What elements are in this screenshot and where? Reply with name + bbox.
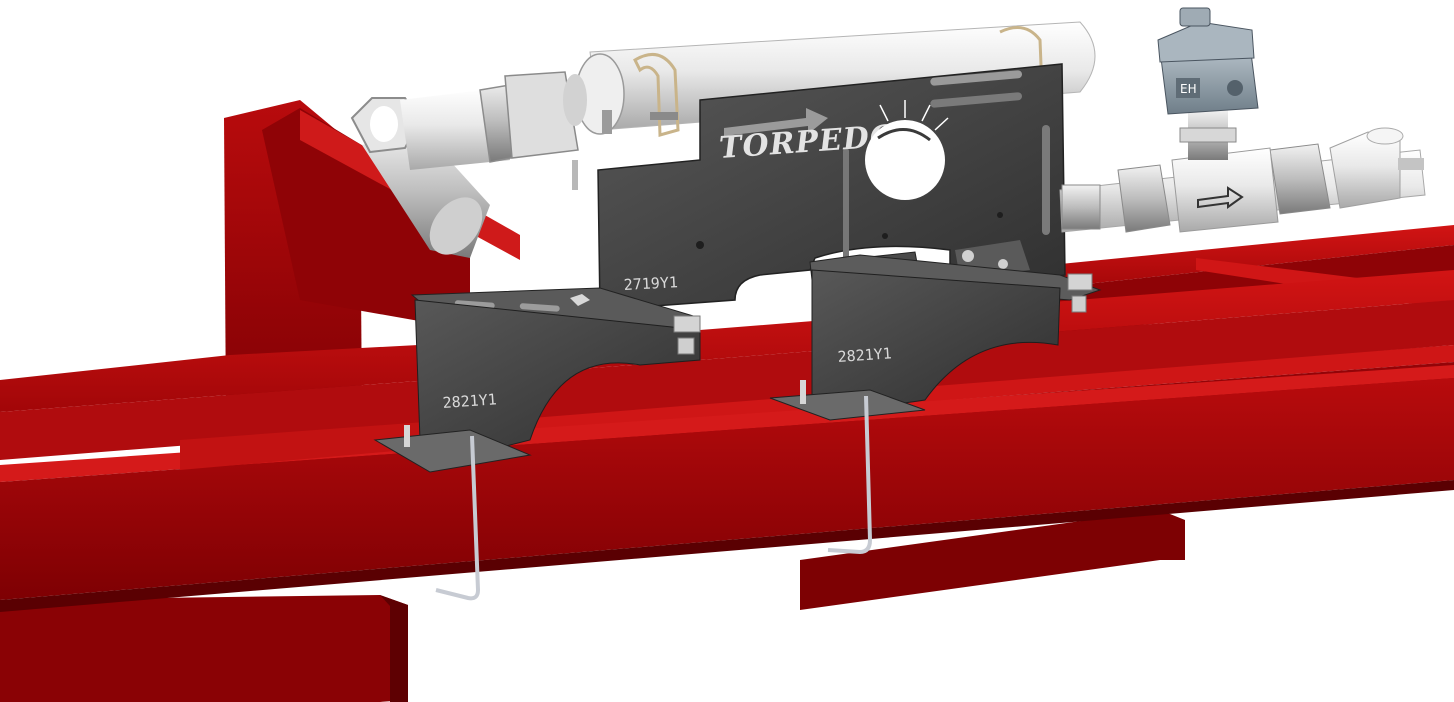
meter-bolt — [602, 110, 612, 134]
bracket-left-slot — [519, 303, 560, 312]
main-beam-top — [0, 270, 1454, 412]
actuator-badge — [1176, 78, 1200, 98]
plate-hole — [882, 233, 888, 239]
meter-end-boss — [563, 74, 587, 126]
actuator-gland — [1227, 80, 1243, 96]
actuator-badge-text: EH — [1180, 82, 1197, 96]
y-strainer-assembly — [350, 71, 579, 258]
strainer-leg-end — [429, 197, 483, 255]
meter-stud — [650, 112, 678, 120]
plate-nut — [962, 250, 974, 262]
outlet-barb — [1398, 158, 1424, 170]
plate-code-text: 2719Y1 — [623, 273, 678, 294]
lower-flange-left-edge — [380, 595, 408, 702]
main-beam-lower-face — [0, 378, 1454, 600]
meter-strap-right — [999, 26, 1044, 91]
union-nut — [504, 71, 579, 159]
actuator-lid — [1157, 21, 1255, 63]
bracket-right-u-bolt — [827, 395, 873, 555]
bracket-right: 2821Y1 — [769, 254, 1102, 555]
bracket-right-nut — [1067, 273, 1093, 291]
plate-arrow-stencil — [724, 108, 828, 136]
plate-slot-top — [930, 70, 1023, 86]
arrow-right-icon — [1197, 186, 1244, 209]
actuator-cap — [1179, 7, 1211, 27]
plate-slot-vertical — [1042, 125, 1050, 235]
lower-flange-right — [800, 510, 1185, 610]
plate-hole — [997, 212, 1003, 218]
bracket-left: 2821Y1 — [373, 287, 701, 601]
lower-flange-left — [0, 595, 408, 702]
meter-drain-nipple — [572, 160, 578, 190]
bracket-right-code-text: 2821Y1 — [837, 344, 892, 366]
bracket-left-u-bolt — [435, 435, 481, 601]
mounting-plate-body — [597, 63, 1066, 311]
bracket-left-nut — [570, 294, 590, 306]
outlet-union-nut-2 — [1269, 143, 1331, 215]
bracket-right-base — [769, 389, 926, 421]
plate-slot-mid — [930, 92, 1023, 108]
frame-upright-web — [262, 108, 470, 330]
plate-hole — [696, 241, 704, 249]
bracket-left-web — [414, 299, 701, 456]
valve-assembly: EH — [1059, 7, 1426, 233]
plate-nut — [998, 259, 1008, 269]
inlet-fitting — [1061, 184, 1101, 230]
valve-body — [1171, 147, 1279, 233]
meter-strap-left — [633, 52, 680, 137]
valve-stem-collar — [1179, 127, 1237, 143]
bracket-left-code-text: 2821Y1 — [442, 390, 497, 412]
outlet-union-nut-1 — [1117, 164, 1171, 233]
bracket-left-nut — [677, 337, 695, 355]
bracket-right-stud — [800, 380, 806, 404]
mounting-plate: TORPEDO 2719Y1 — [597, 63, 1066, 311]
bracket-left-base — [373, 429, 532, 473]
main-beam-upper-face — [0, 300, 1454, 460]
bracket-right-web — [811, 269, 1061, 409]
strainer-inlet-bore — [370, 106, 398, 142]
main-beam-bottom-edge — [0, 480, 1454, 612]
bracket-right-nut — [1071, 295, 1087, 313]
outlet-elbow-top — [1366, 127, 1404, 145]
rear-beam-top — [1000, 225, 1454, 292]
sunburst-logo-icon — [865, 100, 949, 200]
main-beam — [0, 270, 1454, 612]
plate-slot-left — [843, 148, 849, 268]
bracket-left-stud — [404, 425, 410, 447]
bracket-left-nut — [673, 315, 701, 333]
